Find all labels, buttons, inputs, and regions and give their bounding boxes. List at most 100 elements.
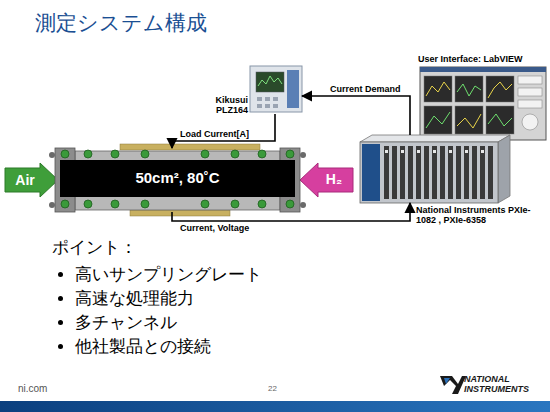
pxi-chassis-part-part [465, 150, 468, 153]
fuel-cell-stack-part-part [258, 150, 266, 158]
labview-screen-part-part [457, 84, 481, 96]
pxi-chassis-part-part [416, 146, 421, 199]
hydrogen-inlet: H₂ [315, 168, 353, 192]
air-inlet: Air [5, 168, 45, 192]
points-heading: ポイント： [52, 239, 137, 258]
fuel-cell-stack-part-part [49, 152, 55, 158]
fuel-cell-stack-part-part [61, 200, 69, 208]
logo-mark-part [444, 378, 450, 384]
electronic-load-part-part [273, 104, 278, 108]
labview-screen-part [420, 67, 546, 140]
fuel-cell-stack: 50cm², 80˚C [55, 148, 300, 212]
pxi-chassis-part-part [432, 146, 437, 199]
page-number: 22 [268, 385, 277, 394]
pxi-chassis [360, 135, 510, 203]
pxi-chassis-part-part [449, 150, 452, 153]
node-label: Air [5, 172, 45, 188]
fuel-cell-stack-part-part [286, 200, 294, 208]
node-label: National Instruments PXIe-1082 , PXIe-63… [416, 205, 534, 226]
user-interface: User Interface: LabVIEW [420, 67, 546, 140]
electronic-load-part [258, 76, 282, 86]
pxi-chassis-part-part [401, 150, 404, 153]
edge-label: Load Current[A] [180, 129, 249, 139]
pxi-chassis-part-part [472, 146, 477, 199]
fuel-cell-stack-part-part [61, 150, 69, 158]
labview-screen-part-part [488, 114, 512, 126]
pxi-chassis-part-part [456, 146, 461, 199]
fuel-cell-stack-part-part [84, 200, 92, 208]
labview-screen-part-part [486, 76, 514, 102]
fuel-cell-stack-part [49, 152, 306, 208]
labview-screen-part-part [488, 82, 512, 98]
bullet-item: 多チャンネル [75, 314, 177, 333]
bullet-item: 高いサンプリングレート [75, 266, 262, 285]
labview-screen-part-part [455, 106, 483, 134]
bullet-item: 高速な処理能力 [75, 290, 194, 309]
logo-mark-part [440, 376, 466, 394]
labview-screen-part-part [518, 100, 542, 108]
fuel-cell-stack-part-part [286, 150, 294, 158]
air-arrow [5, 163, 58, 197]
labview-screen-part-part [424, 76, 452, 102]
signal-arrow [302, 96, 410, 135]
pxi-chassis-part-part [448, 146, 453, 199]
electronic-load-part [256, 72, 284, 92]
pxi-chassis-part-part [385, 150, 388, 153]
edge-label: Current, Voltage [180, 223, 249, 233]
pxi-chassis-part-part [464, 146, 469, 199]
hydrogen-arrow [300, 163, 353, 197]
electronic-load-part-part [273, 97, 278, 101]
node-label: H₂ [315, 171, 353, 187]
fuel-cell-stack-part-part [231, 150, 239, 158]
pxi-chassis-part [360, 135, 510, 142]
labview-screen-part-part [457, 114, 481, 128]
node-label: Kikusui PLZ164 [205, 95, 248, 116]
pxi-chassis-part-part [481, 150, 484, 153]
labview-screen-part [426, 82, 512, 128]
fuel-cell-stack-part-part [111, 150, 119, 158]
fuel-cell-stack-part [120, 144, 260, 150]
logo-mark [440, 376, 466, 394]
electronic-load [250, 66, 302, 112]
pxi-chassis-part-part [424, 146, 429, 199]
labview-screen-part-part [518, 76, 542, 84]
labview-screen-part-part [486, 106, 514, 134]
signal-arrow [172, 114, 275, 148]
electronic-load-part-part [265, 97, 270, 101]
fuel-cell-stack-part-part [231, 200, 239, 208]
pxi-chassis-part-part [400, 146, 405, 199]
labview-screen-part-part [455, 76, 483, 102]
labview-screen-part-part [426, 82, 450, 96]
edge-label: Current Demand [330, 84, 401, 94]
pxi-chassis: National Instruments PXIe-1082 , PXIe-63… [360, 135, 510, 203]
pxi-chassis-part-part [433, 150, 436, 153]
labview-screen-part [518, 76, 542, 130]
pxi-chassis-part-part [392, 146, 397, 199]
electronic-load-part-part [257, 104, 262, 108]
bullet-item: 他社製品との接続 [75, 338, 211, 357]
fuel-cell-stack-part-part [111, 200, 119, 208]
logo-text: NATIONAL INSTRUMENTS [464, 375, 540, 395]
electronic-load-part [257, 97, 278, 108]
labview-screen-part [420, 67, 546, 72]
labview-screen-part-part [518, 88, 542, 96]
pxi-chassis-part [498, 135, 510, 203]
pxi-chassis-part-part [417, 150, 420, 153]
pxi-chassis-part-part [384, 146, 389, 199]
electronic-load-part-part [265, 104, 270, 108]
fuel-cell-stack-part-part [201, 150, 209, 158]
pxi-chassis-part [385, 150, 484, 153]
pxi-chassis-part-part [408, 146, 413, 199]
electronic-load: Kikusui PLZ164 [205, 66, 302, 114]
fuel-cell-stack-part-part [141, 150, 149, 158]
pxi-chassis-part-part [480, 146, 485, 199]
labview-screen [420, 67, 546, 140]
footer-url: ni.com [18, 383, 47, 394]
pxi-chassis-part [362, 144, 380, 201]
fuel-cell-stack-part-part [300, 202, 306, 208]
labview-screen-part [424, 76, 514, 134]
fuel-cell-stack-part-part [84, 150, 92, 158]
fuel-cell-stack-part-part [201, 200, 209, 208]
pxi-chassis-part-part [440, 146, 445, 199]
labview-screen-part-part [522, 114, 538, 130]
